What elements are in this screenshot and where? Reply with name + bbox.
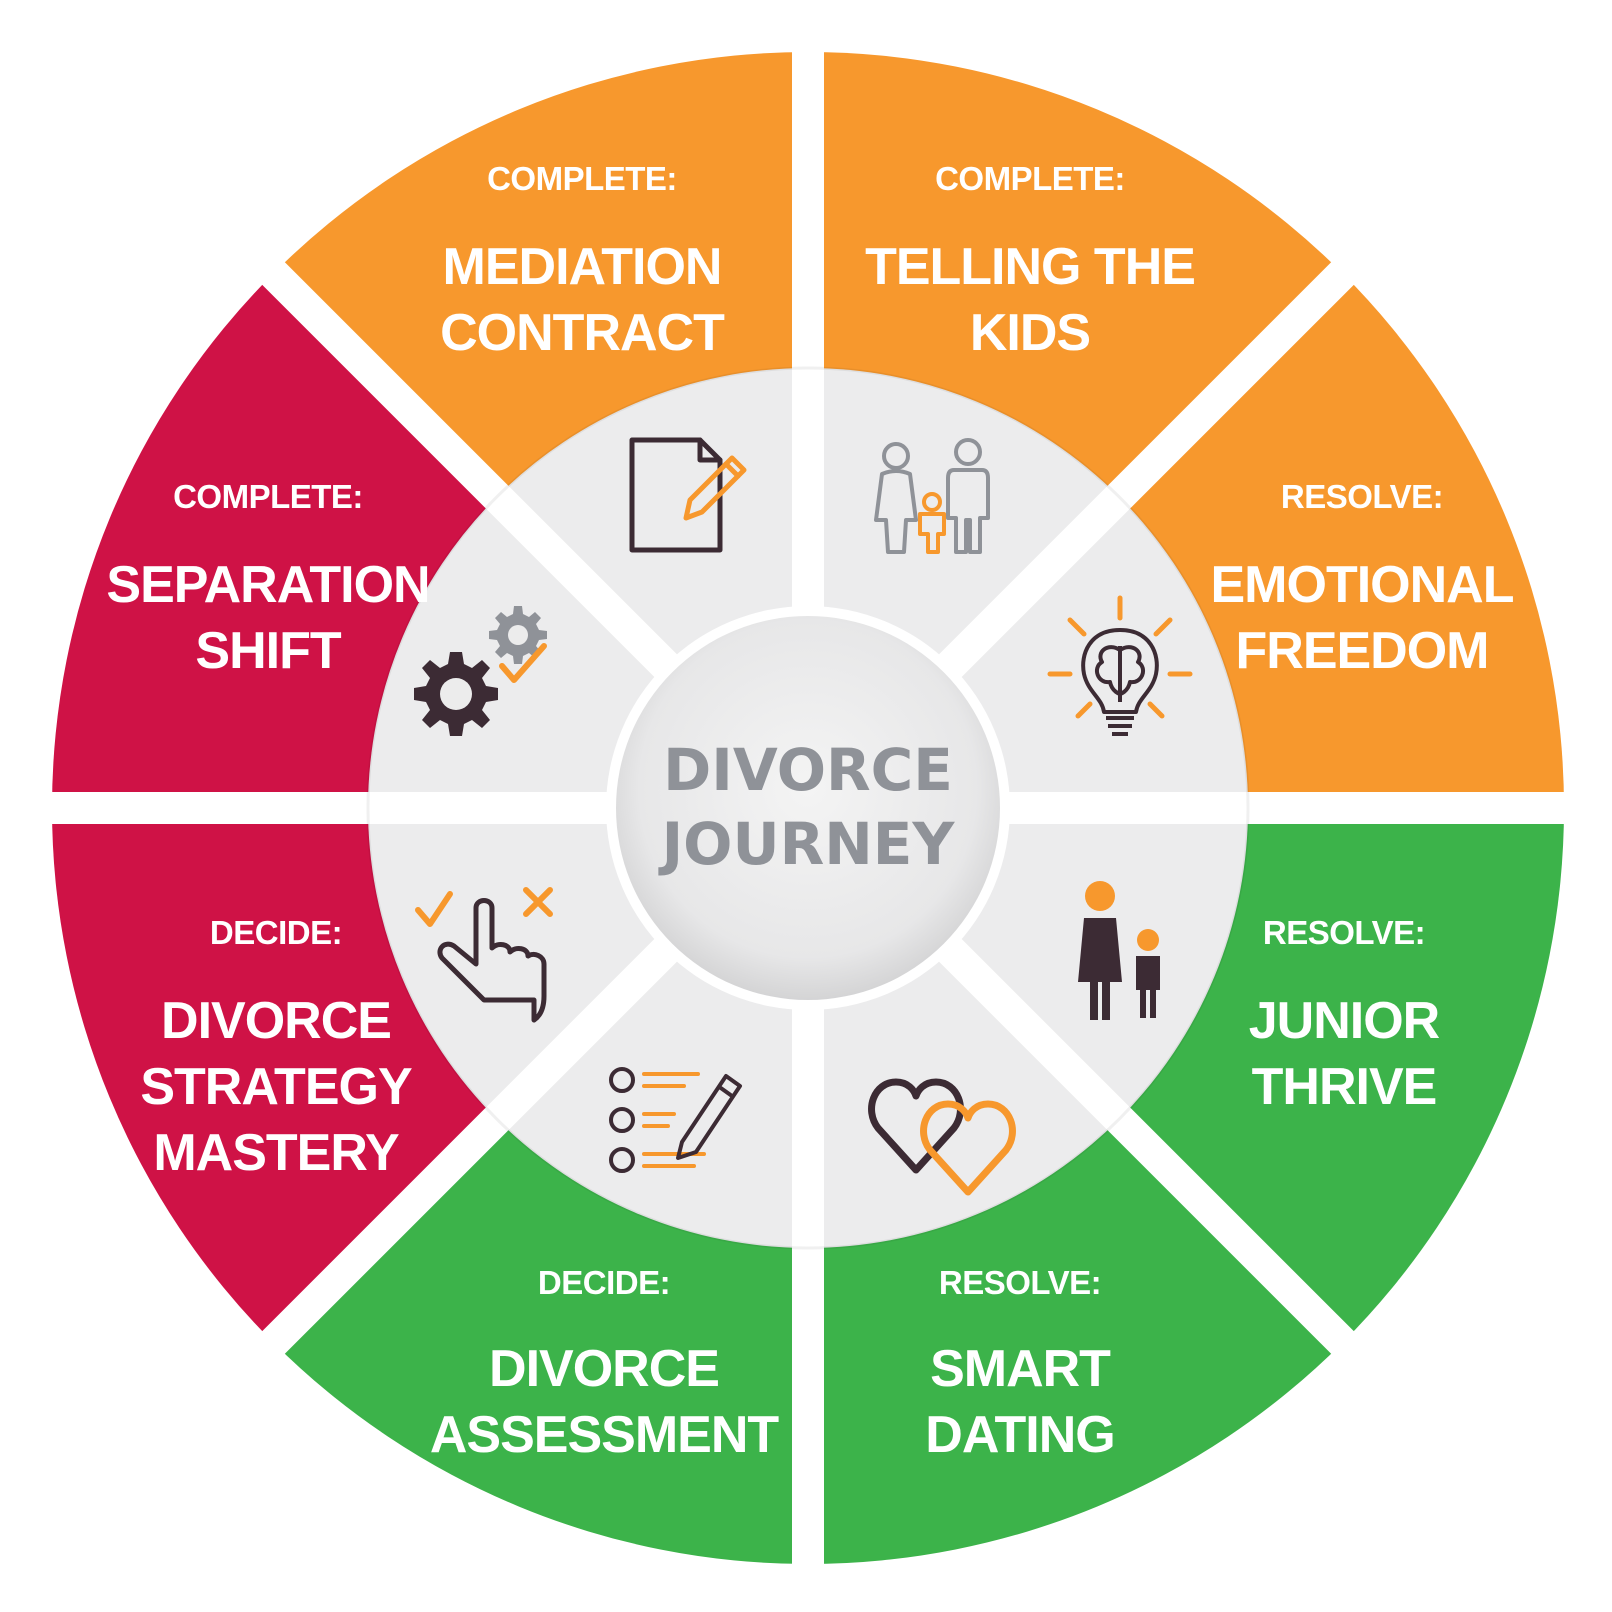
document-pencil-icon: [629, 437, 747, 553]
segment-title-divorce-strategy-mastery-line3: MASTERY: [153, 1124, 399, 1182]
segment-title-smart-dating-line1: SMART: [930, 1340, 1111, 1398]
segment-category-telling-the-kids: COMPLETE:: [935, 160, 1125, 197]
segment-title-separation-shift-line1: SEPARATION: [106, 556, 429, 614]
center-title-line2: JOURNEY: [658, 810, 956, 878]
segment-title-separation-shift-line2: SHIFT: [195, 622, 341, 680]
segment-title-divorce-strategy-mastery-line1: DIVORCE: [161, 992, 391, 1050]
segment-title-emotional-freedom-line2: FREEDOM: [1236, 622, 1489, 680]
segment-category-separation-shift: COMPLETE:: [173, 478, 363, 515]
lightbulb-brain-icon: [1047, 595, 1193, 736]
segment-category-smart-dating: RESOLVE:: [939, 1264, 1101, 1301]
segment-title-divorce-strategy-mastery-line2: STRATEGY: [140, 1058, 412, 1116]
family-icon: [874, 438, 990, 554]
segment-category-emotional-freedom: RESOLVE:: [1281, 478, 1443, 515]
segment-category-divorce-strategy-mastery: DECIDE:: [210, 914, 342, 951]
segment-title-junior-thrive-line1: JUNIOR: [1249, 992, 1440, 1050]
segment-title-emotional-freedom-line1: EMOTIONAL: [1211, 556, 1514, 614]
petal-edge-ring: [366, 366, 1250, 1250]
checklist-pencil-icon: [609, 1067, 742, 1173]
gears-check-icon: [414, 606, 547, 736]
segment-title-junior-thrive-line2: THRIVE: [1252, 1058, 1437, 1116]
two-hearts-icon: [868, 1078, 1016, 1196]
segment-title-divorce-assessment-line1: DIVORCE: [489, 1340, 719, 1398]
segment-category-divorce-assessment: DECIDE:: [538, 1264, 670, 1301]
segment-labels: COMPLETE: MEDIATION CONTRACT COMPLETE: T…: [106, 160, 1514, 1464]
parent-child-icon: [1078, 881, 1160, 1020]
hand-choice-icon: [415, 887, 553, 1023]
segment-category-mediation-contract: COMPLETE:: [487, 160, 677, 197]
segment-category-junior-thrive: RESOLVE:: [1263, 914, 1425, 951]
segment-title-smart-dating-line2: DATING: [925, 1406, 1114, 1464]
segment-title-mediation-contract-line1: MEDIATION: [443, 238, 722, 296]
segment-title-divorce-assessment-line2: ASSESSMENT: [430, 1406, 780, 1464]
segment-title-telling-the-kids-line2: KIDS: [970, 304, 1090, 362]
center-hub: [616, 616, 1000, 1000]
segment-title-mediation-contract-line2: CONTRACT: [440, 304, 725, 362]
center-title-line1: DIVORCE: [663, 736, 953, 804]
segment-title-telling-the-kids-line1: TELLING THE: [865, 238, 1195, 296]
